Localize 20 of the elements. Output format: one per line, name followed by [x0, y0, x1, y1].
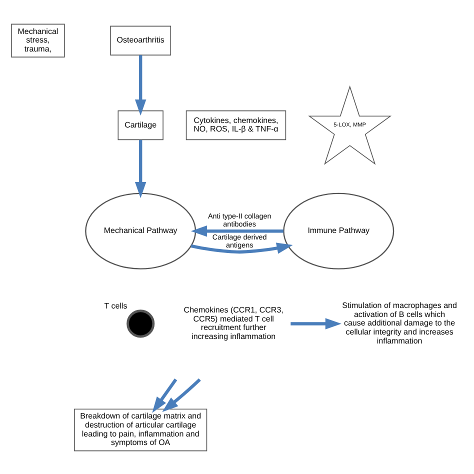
edge-label: Anti type-II collagen antibodies — [208, 210, 272, 228]
arrow — [190, 242, 293, 254]
arrow — [162, 378, 201, 412]
node-ellipse: Mechanical Pathway — [85, 192, 196, 269]
node-text: Chemokines (CCR1, CCR3, CCR5) mediated T cell recruitment further increasing inflammation — [184, 304, 284, 340]
edge-label: Cartilage derived antigens — [212, 232, 267, 249]
arrow — [152, 378, 178, 412]
node-box: Cartilage — [118, 110, 164, 140]
node-box: Osteoarthritis — [110, 25, 172, 55]
arrow — [134, 139, 146, 198]
arrow — [190, 224, 284, 236]
node-label: T cells — [104, 300, 128, 310]
node-box: Cytokines, chemokines, NO, ROS, IL-β & TNF-α — [186, 110, 286, 140]
node-box: Breakdown of cartilage matrix and destruction of articular cartilage leading to pain, inflammation and symptoms of OA — [74, 408, 208, 451]
node-ellipse: Immune Pathway — [283, 192, 394, 269]
arrow — [290, 318, 342, 329]
node-box: Mechanical stress, trauma, — [11, 23, 65, 57]
node-text: Stimulation of macrophages and activation of B cells which cause additional damage to the cellular integrity and increases inflammation — [342, 300, 457, 345]
arrow — [134, 54, 146, 116]
node-circle — [126, 309, 155, 338]
